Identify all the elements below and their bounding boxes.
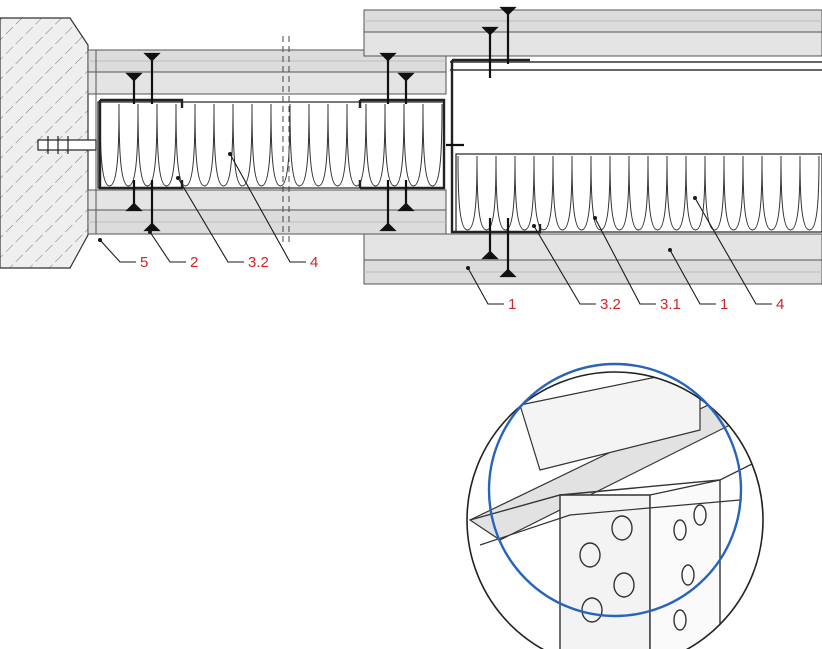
leader-lines: [99, 153, 772, 305]
callout-2: 2: [190, 254, 199, 271]
corner-detail-view: [466, 362, 764, 649]
right-wall-insulation: [455, 153, 822, 233]
left-wall-boards: [87, 49, 447, 235]
callout-5: 5: [140, 254, 149, 271]
callout-3-2-left: 3.2: [248, 254, 269, 271]
callout-1-left: 1: [508, 296, 517, 313]
callout-3-1: 3.1: [660, 296, 681, 313]
screws: [125, 6, 517, 278]
right-wall-boards-bottom: [363, 233, 822, 285]
left-wall-insulation: [97, 101, 445, 189]
callout-3-2-right: 3.2: [600, 296, 621, 313]
right-wall-boards-top: [363, 9, 822, 71]
break-lines: [282, 36, 290, 244]
callout-4-right: 4: [776, 296, 785, 313]
leader-dots: [98, 152, 697, 270]
wall-anchor: [37, 136, 97, 154]
callout-1-right: 1: [720, 296, 729, 313]
callout-4-left: 4: [310, 254, 319, 271]
